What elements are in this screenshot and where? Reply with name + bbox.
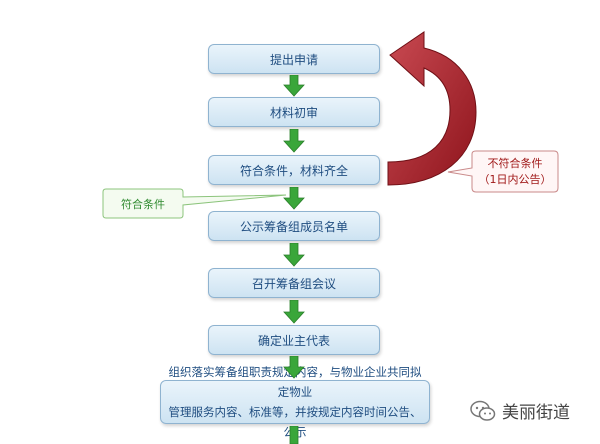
callout-not-qualified: 不符合条件 （1日内公告） — [472, 151, 558, 193]
step-owner-representative: 确定业主代表 — [208, 325, 380, 355]
down-arrow-icon — [289, 426, 299, 444]
watermark-text: 美丽街道 — [502, 403, 570, 423]
step-hold-meeting: 召开筹备组会议 — [208, 268, 380, 298]
callout-not-qualified-shape — [447, 150, 559, 193]
down-arrow-icon — [283, 187, 305, 210]
callout-qualified-text: 符合条件 — [121, 198, 165, 211]
step-qualified-complete: 符合条件，材料齐全 — [208, 155, 380, 185]
step-label: 符合条件，材料齐全 — [239, 163, 348, 178]
down-arrow-icon — [283, 243, 305, 267]
step-label: 确定业主代表 — [257, 333, 330, 348]
callout-not-qualified-line2: （1日内公告） — [478, 173, 552, 186]
down-arrow-icon — [283, 356, 305, 379]
step-organize-duties: 组织落实筹备组职责规定内容，与物业企业共同拟定物业 管理服务内容、标准等，并按规… — [160, 365, 430, 439]
step-label: 提出申请 — [269, 52, 318, 67]
watermark: 美丽街道 — [470, 398, 570, 423]
callout-qualified-shape — [102, 188, 287, 219]
step-label: 材料初审 — [269, 105, 318, 120]
step-label: 召开筹备组会议 — [251, 276, 336, 291]
step-label: 公示筹备组成员名单 — [239, 219, 348, 234]
callout-qualified: 符合条件 — [103, 189, 183, 219]
wechat-icon — [470, 400, 496, 421]
down-arrow-icon — [283, 75, 305, 97]
down-arrow-icon — [283, 300, 305, 324]
down-arrow-icon — [283, 129, 305, 153]
step-submit-application: 提出申请 — [208, 44, 380, 74]
step-initial-review: 材料初审 — [208, 97, 380, 127]
step-publish-members: 公示筹备组成员名单 — [208, 211, 380, 241]
callout-not-qualified-line1: 不符合条件 — [487, 157, 543, 170]
